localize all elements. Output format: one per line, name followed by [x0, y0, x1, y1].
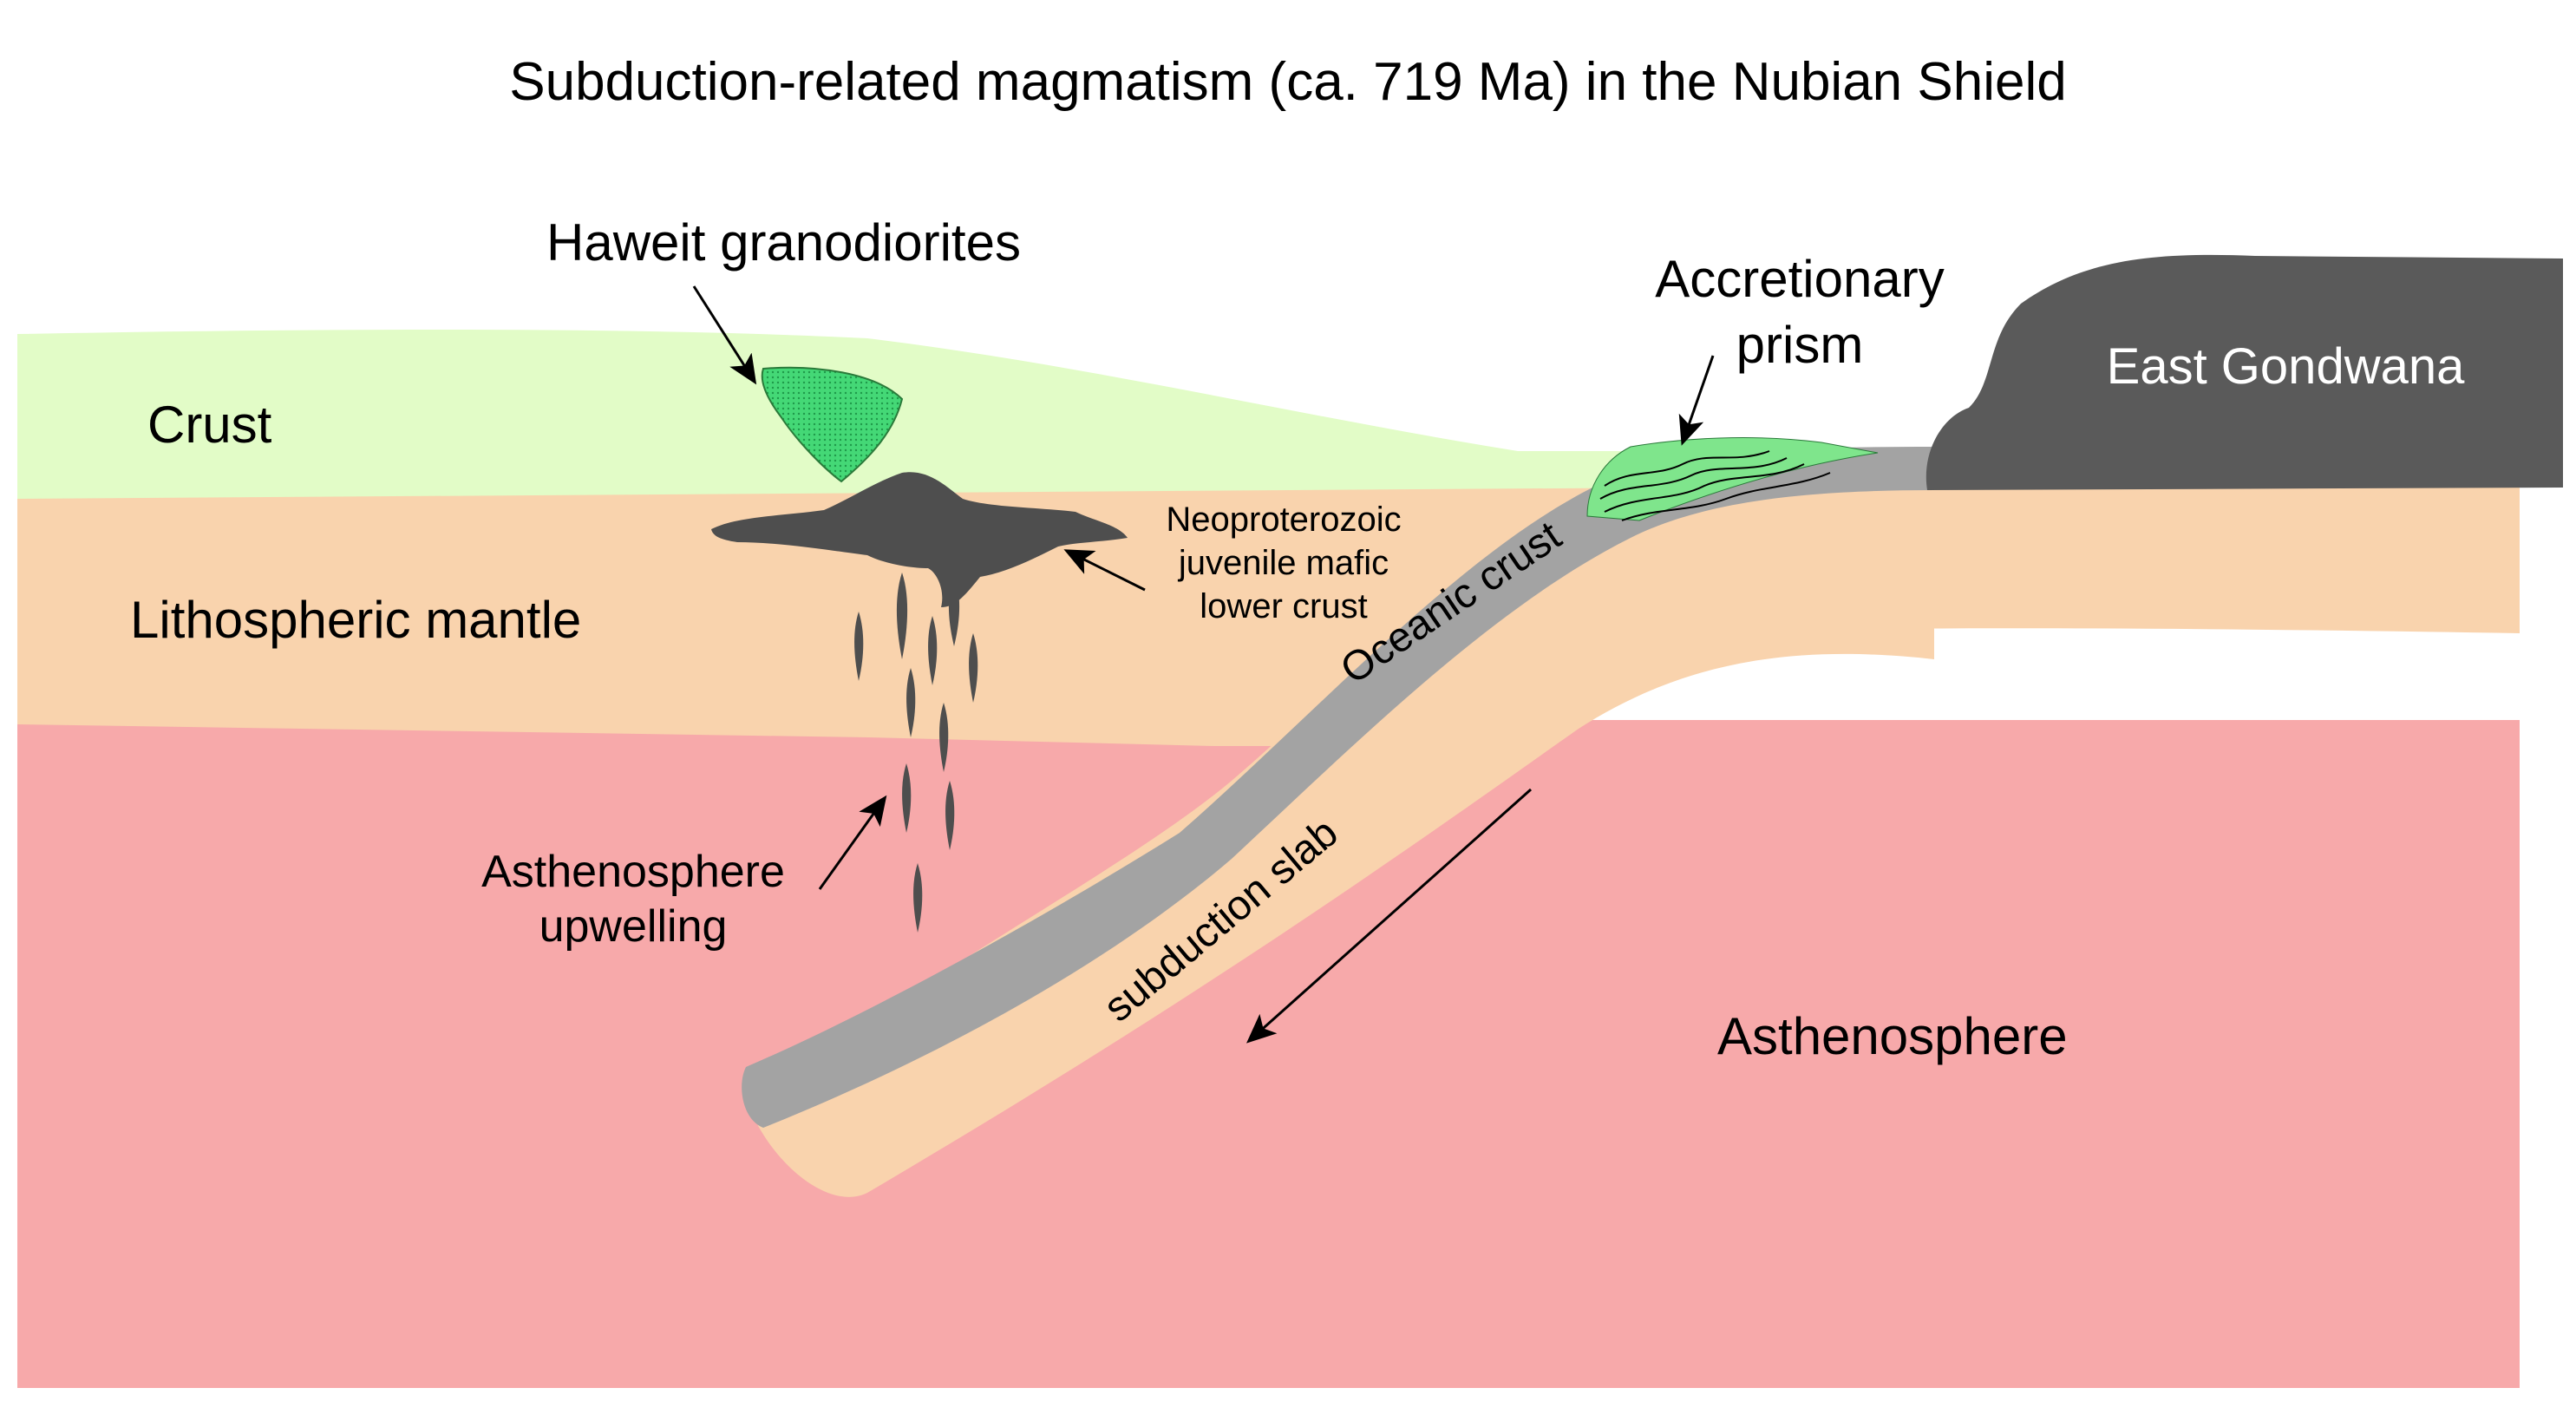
melt-drop-icon — [969, 633, 978, 703]
neoproterozoic-label-1: Neoproterozoic — [1166, 501, 1401, 539]
crust-layer — [17, 330, 1934, 499]
upwelling-label-2: upwelling — [539, 901, 728, 952]
melt-drop-icon — [854, 612, 864, 681]
neoproterozoic-label-3: lower crust — [1200, 587, 1367, 625]
melt-drop-icon — [913, 863, 923, 933]
lithospheric-mantle-label: Lithospheric mantle — [130, 591, 581, 649]
arrow-icon — [1063, 549, 1146, 592]
asthenosphere-label: Asthenosphere — [1717, 1007, 2068, 1065]
upwelling-label-1: Asthenosphere — [481, 847, 785, 897]
slab-mantle — [755, 486, 1934, 1197]
east-gondwana-block — [1925, 254, 2563, 490]
oceanic-crust-band — [742, 447, 1934, 1128]
melt-drop-icon — [939, 703, 949, 772]
asthenosphere-layer — [17, 720, 2520, 1388]
haweit-label: Haweit granodiorites — [546, 213, 1021, 272]
accretionary-prism-label-2: prism — [1736, 316, 1864, 374]
melt-drop-icon — [948, 573, 960, 646]
arrow-icon — [1246, 788, 1532, 1044]
diagram-title: Subduction-related magmatism (ca. 719 Ma… — [509, 52, 2067, 112]
mafic-lower-crust — [711, 472, 1128, 607]
arrow-icon — [818, 795, 887, 890]
neoproterozoic-label-2: juvenile mafic — [1178, 544, 1389, 582]
accretionary-prism-label-1: Accretionary — [1655, 250, 1944, 308]
melt-drops — [854, 573, 978, 933]
east-gondwana-label: East Gondwana — [2107, 338, 2465, 395]
melt-drop-icon — [928, 616, 938, 685]
arrow-icon — [692, 285, 757, 385]
melt-drop-icon — [902, 763, 912, 833]
crust-label: Crust — [147, 396, 272, 454]
melt-drop-icon — [906, 668, 916, 737]
arrow-icon — [1678, 355, 1715, 446]
melt-drop-icon — [896, 573, 908, 659]
granodiorite-body — [761, 366, 904, 483]
melt-drop-icon — [945, 781, 955, 850]
